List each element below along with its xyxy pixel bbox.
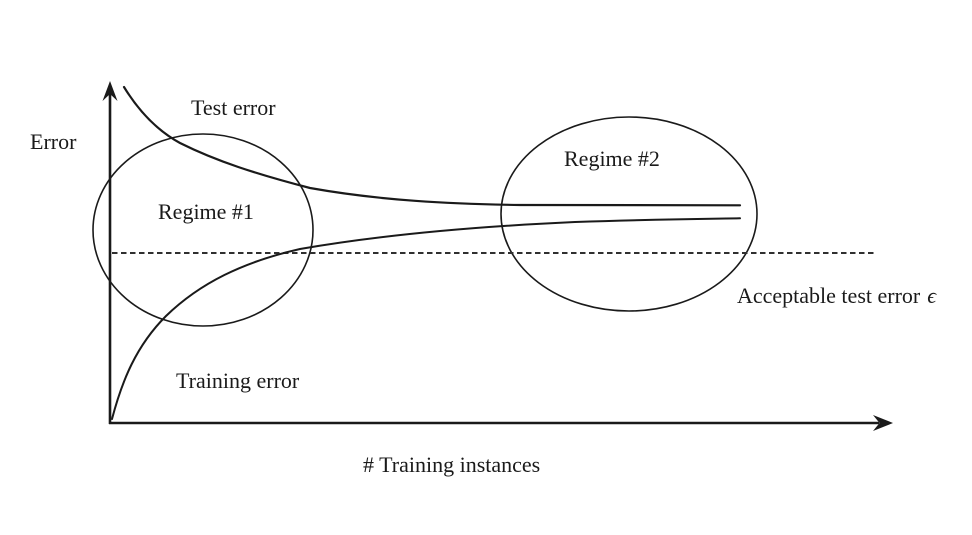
regime-2-ellipse	[500, 116, 758, 312]
training-error-label: Training error	[176, 368, 300, 393]
regime-1-label: Regime #1	[158, 199, 254, 224]
acceptable-error-label-text: Acceptable test error	[737, 283, 921, 308]
y-axis-arrowhead-icon	[102, 81, 118, 101]
x-axis-label: # Training instances	[363, 452, 540, 477]
regime-1-ellipse	[92, 133, 314, 327]
y-axis-label: Error	[30, 129, 77, 154]
epsilon-symbol: ϵ	[927, 283, 937, 308]
x-axis-arrowhead-icon	[873, 415, 893, 431]
training-error-curve	[111, 217, 741, 420]
regime-2-label: Regime #2	[564, 146, 660, 171]
test-error-curve	[122, 85, 742, 207]
test-error-label: Test error	[191, 95, 276, 120]
